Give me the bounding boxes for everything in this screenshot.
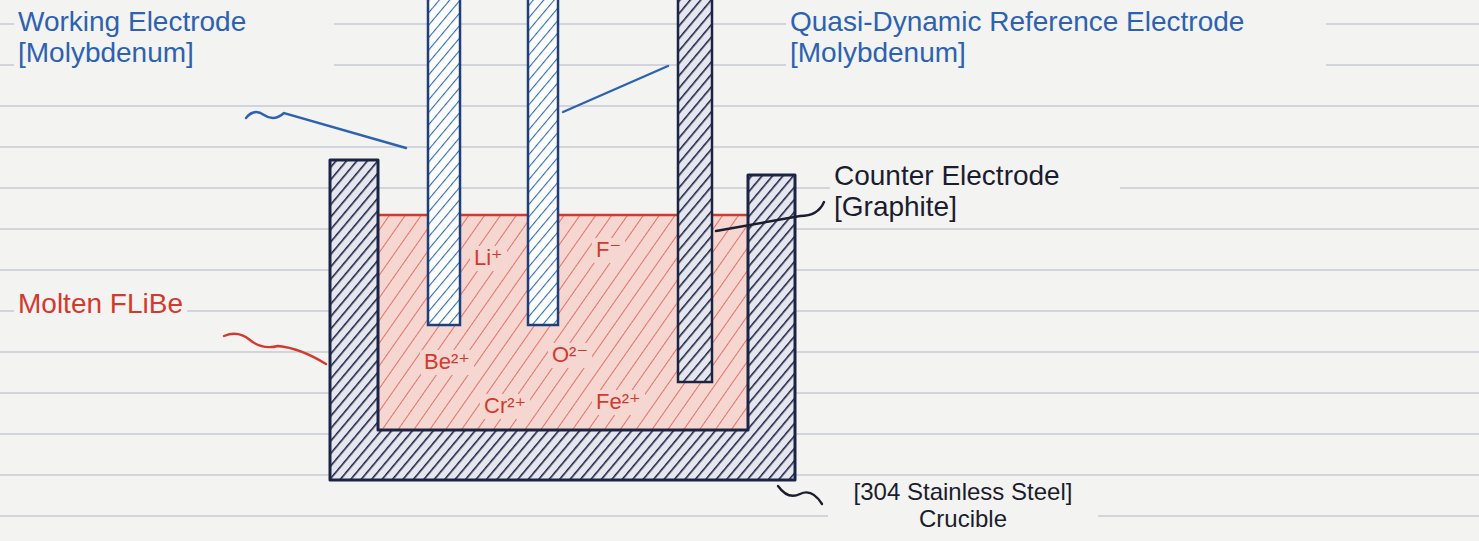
leader-line: [716, 202, 824, 231]
ruled-lines: [0, 24, 1479, 516]
ion-label: Li⁺: [470, 246, 507, 271]
electrode-label: Quasi-Dynamic Reference Electrode [Molyb…: [786, 6, 1326, 69]
ruled-line: [0, 146, 1479, 147]
ruled-line: [0, 105, 1479, 106]
ion-label: Cr²⁺: [480, 394, 530, 419]
leader-line: [246, 112, 406, 148]
leader-line: [778, 486, 822, 504]
crucible-label: [304 Stainless Steel] Crucible: [828, 479, 1098, 533]
leader-line: [563, 66, 668, 112]
ion-label: F⁻: [592, 238, 625, 263]
ruled-line: [0, 187, 1479, 188]
working-electrode: [428, 0, 460, 325]
ruled-line: [0, 515, 1479, 516]
counter-electrode: [678, 0, 712, 382]
electrode-label: Counter Electrode [Graphite]: [830, 160, 1120, 223]
ion-label: Fe²⁺: [592, 390, 645, 415]
ion-label: Be²⁺: [420, 350, 474, 375]
electrode-label: Working Electrode [Molybdenum]: [14, 6, 334, 69]
leader-line: [224, 334, 326, 364]
crucible-wall: [330, 160, 795, 480]
reference-electrode: [528, 0, 558, 325]
salt-label: Molten FLiBe: [14, 288, 187, 319]
ion-label: O²⁻: [548, 343, 592, 368]
